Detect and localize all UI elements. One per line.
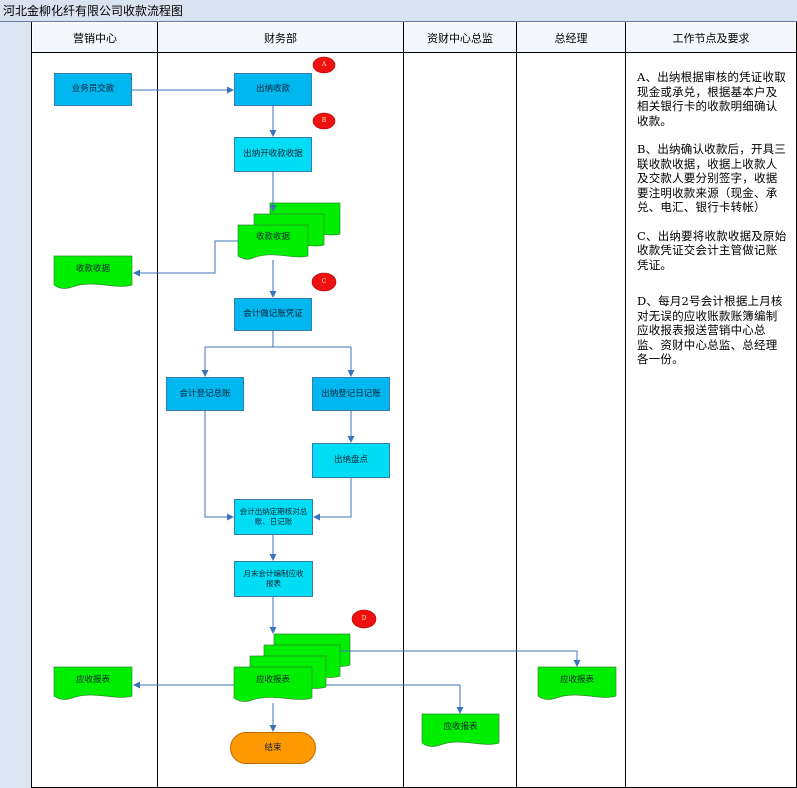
badge-b	[312, 112, 336, 130]
receipt-doc-marketing	[53, 255, 133, 289]
lane-divider-1	[157, 22, 158, 788]
node-report-assets: 应收报表	[443, 721, 478, 732]
edge-voucher-split	[204, 331, 352, 375]
badge-d-label: D	[361, 615, 367, 622]
badge-c	[311, 272, 337, 292]
lane-header-marketing: 营销中心	[33, 23, 157, 52]
node-month-end: 月末会计编制应收报表	[234, 561, 313, 597]
header-divider	[32, 52, 797, 53]
node-report-stack: 应收报表	[255, 674, 290, 685]
lane-header-assets: 资财中心总监	[404, 23, 516, 52]
lane-divider-4	[625, 22, 626, 788]
node-cashier-issue-receipt: 出纳开收款收据	[234, 137, 312, 172]
node-reconcile: 会计出纳定期核对总账、日记账	[234, 499, 313, 535]
chart-title: 河北金柳化纤有限公司收款流程图	[0, 0, 797, 22]
notes-column: A、出纳根据审核的凭证收取现金或承兑，根据基本户及相关银行卡的收款明细确认收款。…	[637, 70, 789, 381]
node-cashier-count: 出纳盘点	[312, 443, 390, 478]
node-report-marketing: 应收报表	[75, 674, 110, 685]
badge-c-label: C	[321, 278, 327, 285]
node-cashier-journal: 出纳登记日记账	[312, 377, 390, 411]
node-accountant-ledger: 会计登记总账	[166, 377, 244, 411]
lane-divider-2	[403, 22, 404, 788]
edge-stack-to-gm	[340, 650, 581, 667]
lane-divider-3	[516, 22, 517, 788]
lane-header-finance: 财务部	[158, 23, 403, 52]
edge-stack-to-assets	[326, 684, 464, 714]
node-report-gm: 应收报表	[559, 674, 594, 685]
lane-header-notes: 工作节点及要求	[626, 23, 796, 52]
note-c: C、出纳要将收款收据及原始收款凭证交会计主管做记账凭证。	[637, 228, 787, 272]
edge-count-to-reconcile	[313, 478, 352, 521]
badge-a	[312, 56, 336, 74]
left-margin-strip	[0, 22, 32, 788]
edge-stack-to-marketing	[133, 240, 238, 277]
node-salesman-pay: 业务员交款	[54, 73, 132, 106]
badge-b-label: B	[321, 117, 327, 124]
node-end: 结束	[230, 732, 316, 764]
edge-ledger-to-reconcile	[204, 411, 234, 521]
note-b: B、出纳确认收款后，开具三联收款收据，收据上收款人及交款人要分别签字，收据要注明…	[637, 142, 787, 214]
lane-header-gm: 总经理	[517, 23, 625, 52]
receipt-stack-sheet-1	[237, 224, 309, 260]
report-doc-marketing	[53, 666, 133, 700]
node-cashier-receive: 出纳收款	[234, 73, 312, 106]
note-a: A、出纳根据审核的凭证收取现金或承兑，根据基本户及相关银行卡的收款明细确认收款。	[637, 70, 786, 128]
badge-d	[351, 609, 377, 629]
report-doc-assets	[421, 713, 500, 747]
badge-a-label: A	[321, 61, 327, 68]
note-d: D、每月2号会计根据上月核对无误的应收账款账簿编制应收报表报送营销中心总监、资财…	[637, 294, 783, 366]
node-receipt-marketing: 收款收据	[75, 263, 110, 274]
node-accountant-voucher: 会计做记账凭证	[234, 298, 312, 331]
node-receipt-stack: 收款收据	[255, 231, 290, 242]
report-stack-sheet-1	[233, 666, 313, 702]
report-doc-gm	[537, 666, 617, 700]
